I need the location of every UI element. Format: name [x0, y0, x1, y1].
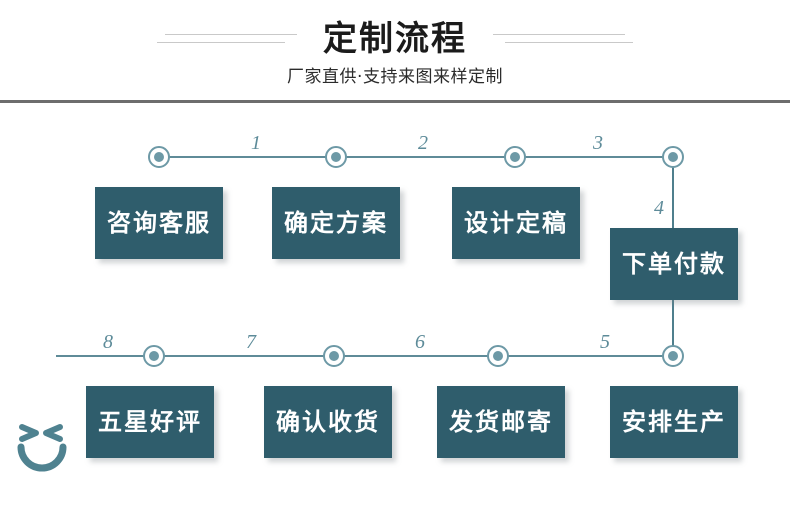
- step-node-5[interactable]: [662, 345, 684, 367]
- page-header: 定制流程 厂家直供·支持来图来样定制: [0, 0, 790, 103]
- step-node-2[interactable]: [325, 146, 347, 168]
- step-box-3[interactable]: 设计定稿: [452, 187, 580, 259]
- step-box-5-label: 安排生产: [622, 408, 726, 436]
- step-box-6-label: 发货邮寄: [449, 408, 553, 436]
- step-number-6: 6: [415, 331, 425, 353]
- step-box-1-label: 咨询客服: [107, 209, 211, 237]
- step-node-8[interactable]: [143, 345, 165, 367]
- step-box-4-label: 下单付款: [622, 250, 726, 278]
- step-box-1[interactable]: 咨询客服: [95, 187, 223, 259]
- connector-bottom-horizontal: [56, 355, 674, 357]
- step-box-7[interactable]: 确认收货: [264, 386, 392, 458]
- step-box-6[interactable]: 发货邮寄: [437, 386, 565, 458]
- title-decoration-left-icon: [157, 28, 297, 50]
- step-box-3-label: 设计定稿: [464, 209, 568, 237]
- step-number-7: 7: [246, 331, 256, 353]
- step-box-5[interactable]: 安排生产: [610, 386, 738, 458]
- step-number-8: 8: [103, 331, 113, 353]
- page-subtitle: 厂家直供·支持来图来样定制: [287, 67, 503, 87]
- smiley-face-icon: [14, 420, 70, 472]
- step-node-1[interactable]: [148, 146, 170, 168]
- process-flow: 1 2 3 4 咨询客服 确定方案 设计定稿 下单付款: [0, 102, 790, 509]
- step-number-4: 4: [654, 197, 664, 219]
- step-node-7[interactable]: [323, 345, 345, 367]
- step-number-5: 5: [600, 331, 610, 353]
- step-node-3[interactable]: [504, 146, 526, 168]
- step-number-2: 2: [418, 132, 428, 154]
- header-divider: [0, 100, 790, 103]
- step-number-3: 3: [593, 132, 603, 154]
- page-title: 定制流程: [323, 19, 467, 59]
- step-number-1: 1: [251, 132, 261, 154]
- step-box-8[interactable]: 五星好评: [86, 386, 214, 458]
- connector-top-horizontal: [159, 156, 674, 158]
- step-node-6[interactable]: [487, 345, 509, 367]
- step-box-4[interactable]: 下单付款: [610, 228, 738, 300]
- title-decoration-right-icon: [493, 28, 633, 50]
- step-node-4[interactable]: [662, 146, 684, 168]
- title-row: 定制流程: [0, 16, 790, 62]
- step-box-7-label: 确认收货: [276, 408, 380, 436]
- step-box-2-label: 确定方案: [284, 209, 388, 237]
- step-box-2[interactable]: 确定方案: [272, 187, 400, 259]
- step-box-8-label: 五星好评: [98, 408, 202, 436]
